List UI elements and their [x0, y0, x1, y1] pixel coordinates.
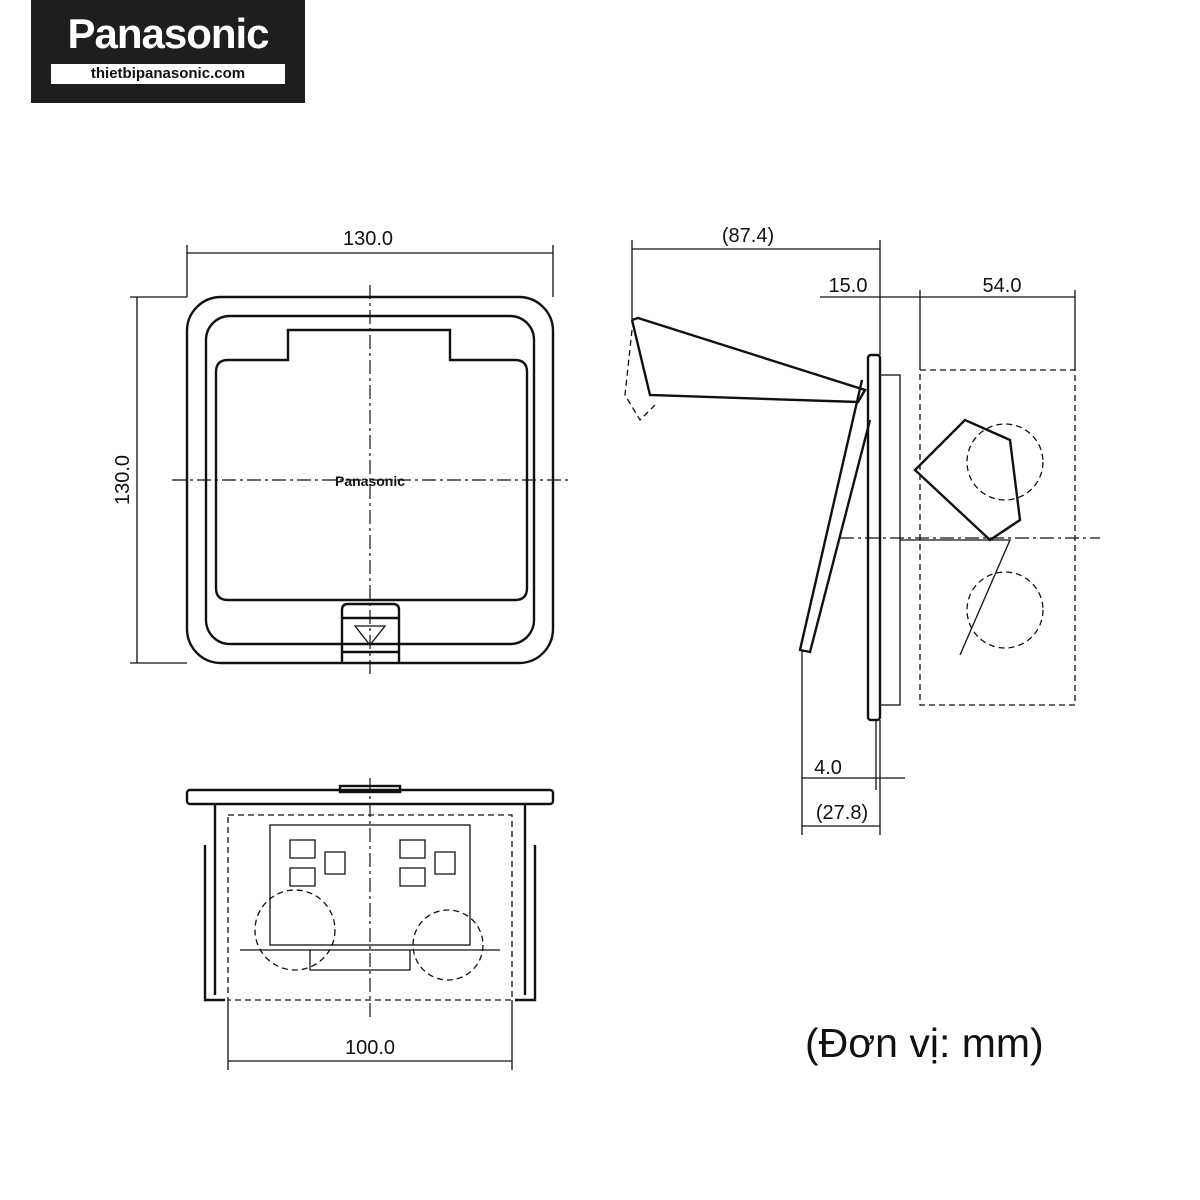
logo-brand: Panasonic [67, 10, 269, 57]
panasonic-logo: Panasonic thietbipanasonic.com [31, 0, 305, 103]
box-depth-dim: 54.0 [983, 275, 1022, 297]
lid-thickness-dim: (27.8) [816, 802, 868, 824]
flange-dim: 4.0 [814, 757, 842, 779]
open-lid-dim: (87.4) [722, 225, 774, 247]
logo-url: thietbipanasonic.com [51, 64, 285, 84]
plate-dim: 15.0 [829, 275, 868, 297]
bottom-width-dim: 100.0 [345, 1037, 395, 1059]
front-height-dim: 130.0 [112, 455, 134, 505]
front-width-dim: 130.0 [343, 228, 393, 250]
unit-note: (Đơn vị: mm) [805, 1020, 1044, 1066]
cover-brand-label: Panasonic [335, 473, 405, 489]
side-view: (87.4) 15.0 54.0 4.0 (27.8) [624, 225, 1100, 835]
front-view: Panasonic 130.0 130.0 [112, 228, 568, 675]
bottom-view: 100.0 [185, 778, 555, 1070]
